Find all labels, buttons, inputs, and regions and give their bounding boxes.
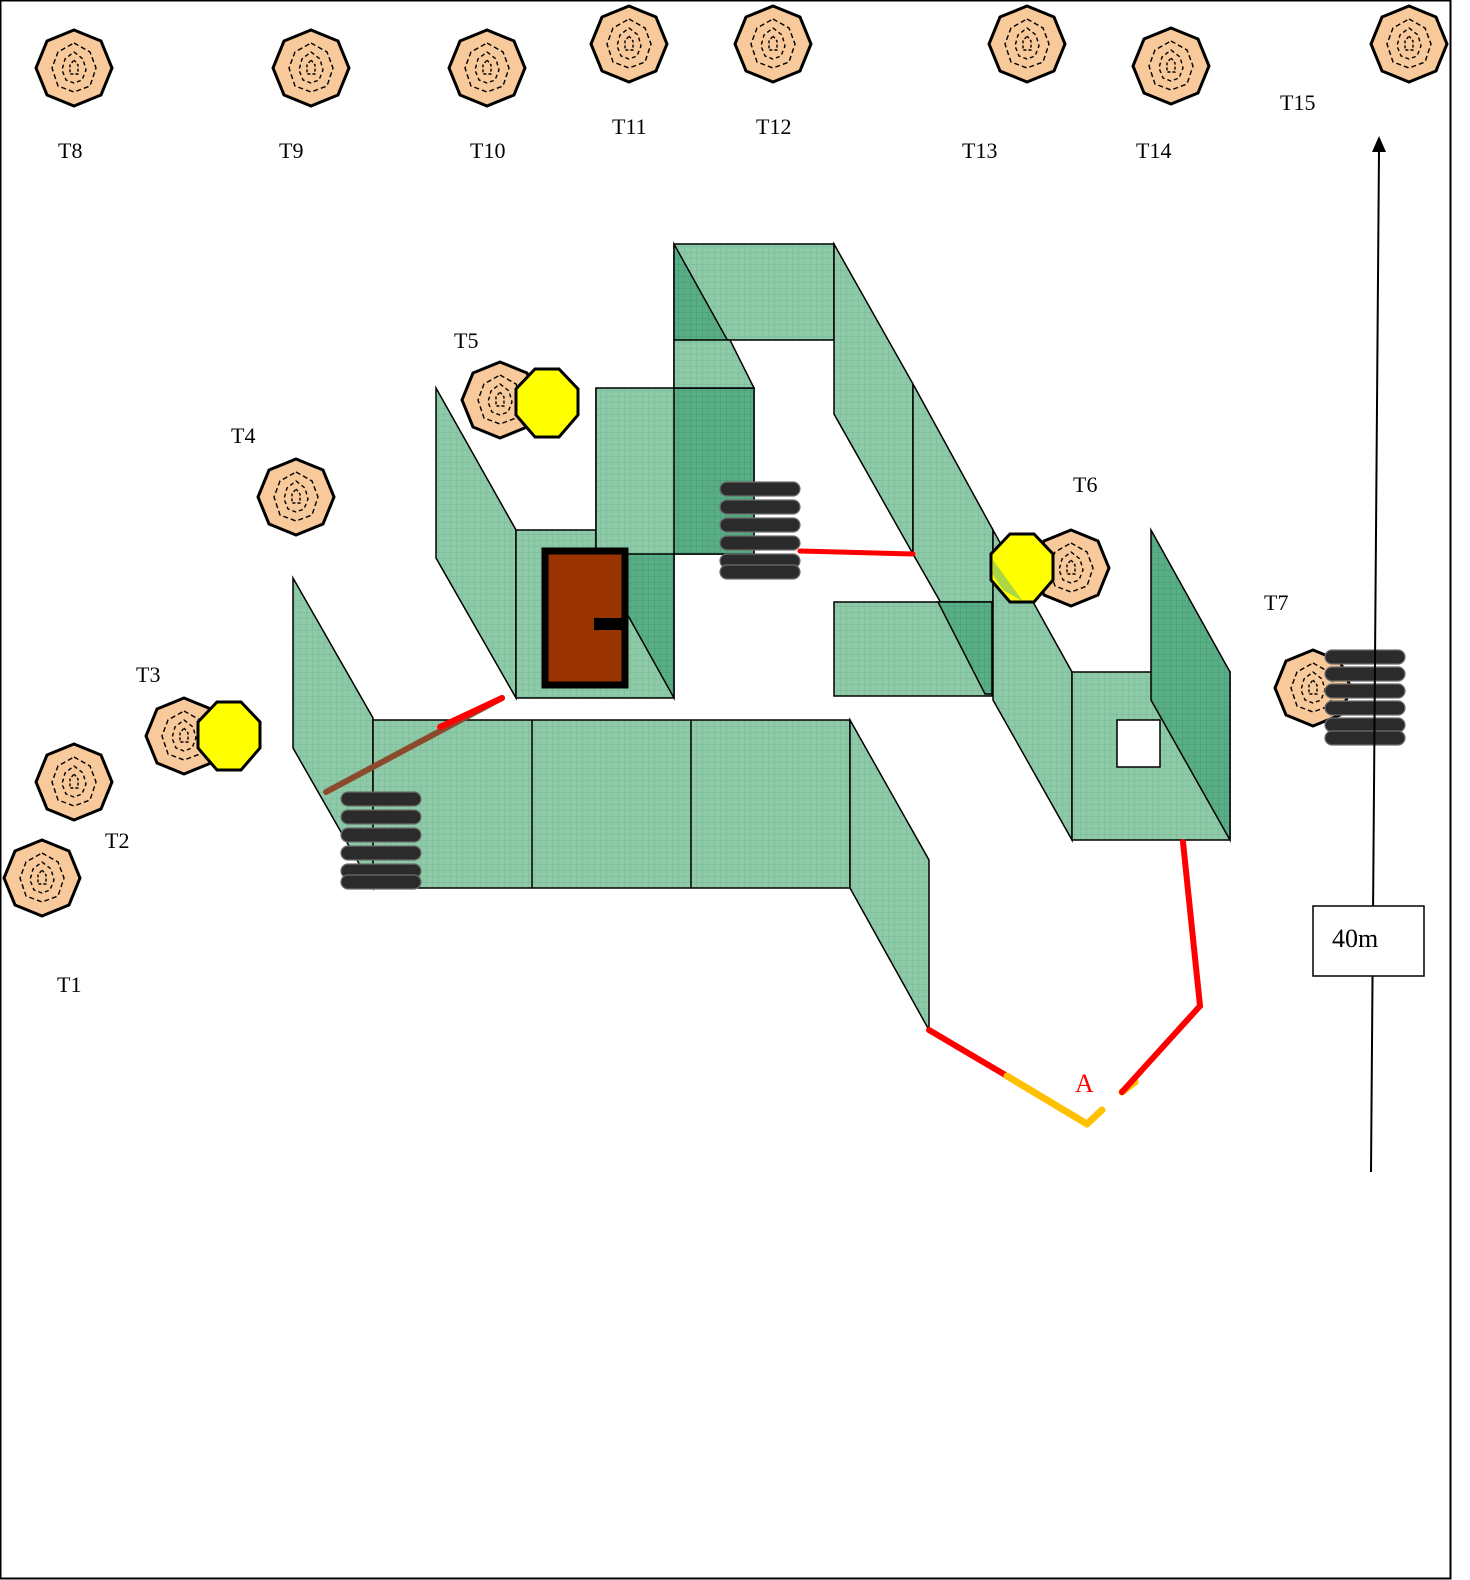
target-t11-icon	[591, 6, 667, 82]
tire-stack-left	[341, 792, 421, 889]
door-icon	[545, 551, 625, 685]
target-t10-icon	[449, 30, 525, 106]
label-t13: T13	[962, 138, 997, 163]
target-t2-icon	[36, 744, 112, 820]
label-t2: T2	[105, 828, 129, 853]
target-t13-icon	[989, 6, 1065, 82]
scale-label: 40m	[1332, 924, 1378, 953]
target-t4-icon	[258, 459, 334, 535]
target-t12-icon	[735, 6, 811, 82]
tire-stack-middle	[720, 482, 800, 579]
fault-line-top	[800, 551, 913, 554]
arrow-up-icon	[1372, 136, 1386, 152]
wall-bottom-long	[373, 720, 850, 888]
label-t1: T1	[57, 972, 81, 997]
label-t7: T7	[1264, 590, 1288, 615]
label-t3: T3	[136, 662, 160, 687]
no-shoot-t3-icon	[198, 702, 260, 770]
tire-stack-right	[1325, 650, 1405, 745]
target-t9-icon	[273, 30, 349, 106]
label-t15: T15	[1280, 90, 1315, 115]
label-t12: T12	[756, 114, 791, 139]
fault-line-left	[929, 1030, 1007, 1076]
label-t4: T4	[231, 423, 255, 448]
no-shoot-t5-icon	[516, 369, 578, 437]
target-t8-icon	[36, 30, 112, 106]
fault-line-right	[1122, 842, 1200, 1092]
start-label: A	[1075, 1069, 1094, 1098]
window-opening	[1117, 720, 1160, 767]
label-t9: T9	[279, 138, 303, 163]
no-shoot-t6-icon	[991, 534, 1053, 602]
label-t6: T6	[1073, 472, 1097, 497]
label-t8: T8	[58, 138, 82, 163]
walls	[293, 244, 1230, 1030]
wall-angled-to-start	[850, 720, 929, 1030]
target-t1-icon	[4, 840, 80, 916]
label-t11: T11	[612, 114, 647, 139]
target-t15-icon	[1371, 6, 1447, 82]
label-t14: T14	[1136, 138, 1171, 163]
label-t10: T10	[470, 138, 505, 163]
wall-top-right-angled	[834, 244, 913, 554]
label-t5: T5	[454, 328, 478, 353]
target-t14-icon	[1133, 28, 1209, 104]
